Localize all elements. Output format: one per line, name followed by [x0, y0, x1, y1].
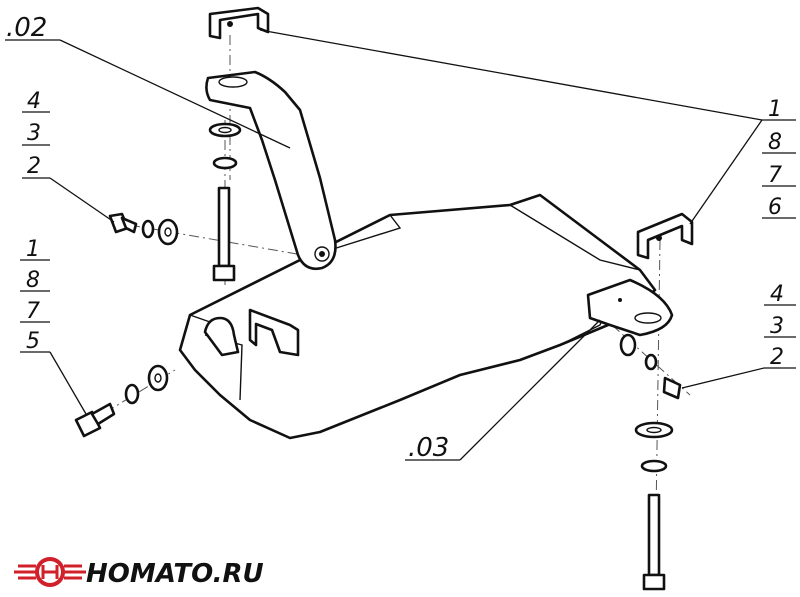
stack-lt-1: 3	[27, 121, 41, 146]
small-bracket-plate	[248, 308, 300, 357]
leader-lines	[5, 29, 796, 461]
stack-lt-0: 4	[27, 89, 41, 114]
stack-rt-1: 8	[768, 130, 782, 155]
stack-lb-3: 5	[26, 329, 40, 354]
stack-rt-0: 1	[768, 97, 782, 122]
stack-rt-3: 6	[768, 195, 782, 220]
stack-lb-1: 8	[26, 268, 40, 293]
bolt-left-top	[108, 212, 179, 246]
small-bracket-top	[208, 6, 270, 40]
label-part-03: .03	[408, 433, 449, 463]
stack-rb-1: 3	[770, 314, 784, 339]
logo-text: HOMATO.RU	[86, 559, 264, 589]
stack-lb-2: 7	[26, 299, 40, 324]
stack-lt-2: 2	[27, 154, 41, 179]
long-bolt-lower	[634, 421, 674, 591]
stack-rt-2: 7	[768, 163, 782, 188]
long-bolt-upper	[208, 122, 242, 282]
stack-rb-0: 4	[770, 282, 784, 307]
stack-lb-0: 1	[26, 237, 40, 262]
stack-rb-2: 2	[770, 345, 784, 370]
homato-logo: HOMATO.RU	[14, 557, 264, 589]
label-part-02: .02	[6, 13, 47, 43]
skid-plate	[178, 193, 657, 440]
right-mount-ear	[586, 278, 674, 337]
small-bracket-right	[636, 212, 694, 260]
bolt-right-side	[619, 333, 682, 400]
logo-emblem-icon	[14, 557, 86, 587]
bolt-left-bottom	[74, 364, 169, 438]
callout-labels: .02 .03 4 3 2 1 8 7 5 1 8 7 6 4 3 2	[6, 13, 784, 463]
bracket-02	[205, 70, 337, 270]
